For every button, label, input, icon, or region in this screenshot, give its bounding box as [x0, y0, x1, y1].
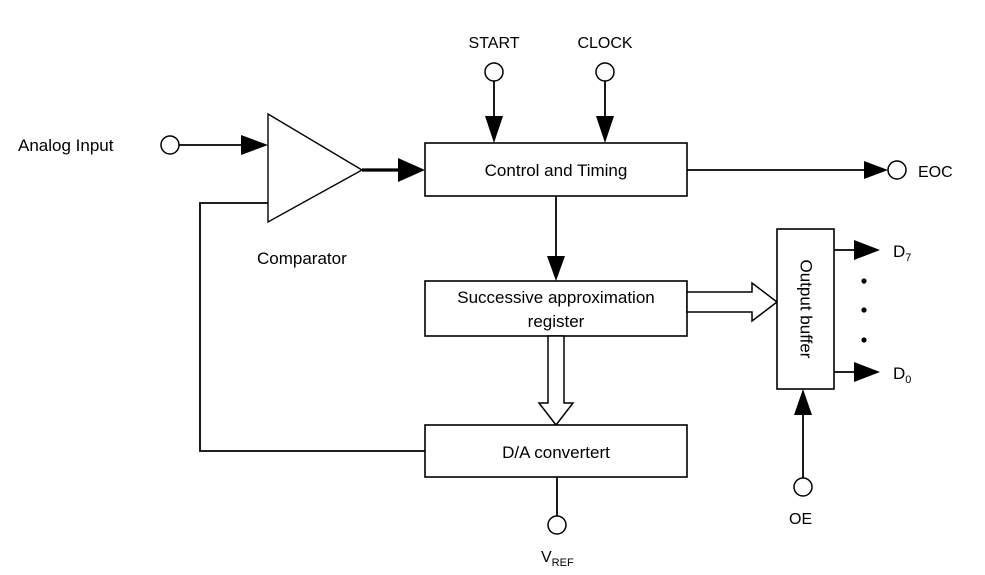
vref-port-circle[interactable]: [547, 515, 567, 535]
start-label: START: [469, 35, 520, 52]
comparator-shape[interactable]: [267, 112, 364, 224]
sar-to-output-buffer-block-arrow: [686, 281, 779, 323]
dac-to-comparator-feedback-wire: [199, 202, 425, 452]
comparator-output-arrowhead: [398, 158, 425, 182]
dac-label: D/A convertert: [502, 443, 610, 462]
output-buffer-block[interactable]: [776, 228, 835, 390]
clock-port-circle[interactable]: [595, 62, 615, 82]
ellipsis-dot: [861, 278, 867, 284]
ellipsis-dot: [861, 337, 867, 343]
dac-block[interactable]: [424, 424, 688, 478]
d7-label: D7: [893, 242, 911, 264]
eoc-arrowhead: [864, 161, 888, 179]
analog-input-label: Analog Input: [18, 136, 114, 155]
vref-label: VREF: [541, 549, 574, 569]
vref-subscript: REF: [552, 557, 574, 569]
oe-arrowhead: [794, 389, 812, 415]
eoc-label: EOC: [918, 164, 953, 181]
d0-subscript: 0: [905, 374, 911, 386]
vref-base: V: [541, 549, 552, 566]
oe-label: OE: [789, 511, 812, 528]
control-to-sar-arrowhead: [547, 256, 565, 281]
sar-label-line1: Successive approximation: [457, 288, 654, 307]
ellipsis-dot: [861, 307, 867, 313]
clock-label: CLOCK: [577, 35, 632, 52]
control-and-timing-block[interactable]: [424, 142, 688, 197]
clock-arrowhead: [596, 116, 614, 143]
analog-input-port-circle[interactable]: [160, 135, 180, 155]
sar-label-line2: register: [528, 312, 585, 331]
comparator-label: Comparator: [257, 249, 347, 268]
oe-port-circle[interactable]: [793, 477, 813, 497]
analog-input-arrowhead: [241, 135, 268, 155]
d7-subscript: 7: [905, 252, 911, 264]
control-and-timing-label: Control and Timing: [485, 161, 628, 180]
d0-label: D0: [893, 364, 911, 386]
eoc-port-circle[interactable]: [887, 160, 907, 180]
sar-to-dac-block-arrow: [537, 335, 575, 427]
start-arrowhead: [485, 116, 503, 143]
d0-base: D: [893, 364, 905, 383]
d7-base: D: [893, 242, 905, 261]
output-buffer-label: Output buffer: [797, 260, 816, 359]
d7-arrowhead: [854, 240, 880, 260]
d0-arrowhead: [854, 362, 880, 382]
start-port-circle[interactable]: [484, 62, 504, 82]
